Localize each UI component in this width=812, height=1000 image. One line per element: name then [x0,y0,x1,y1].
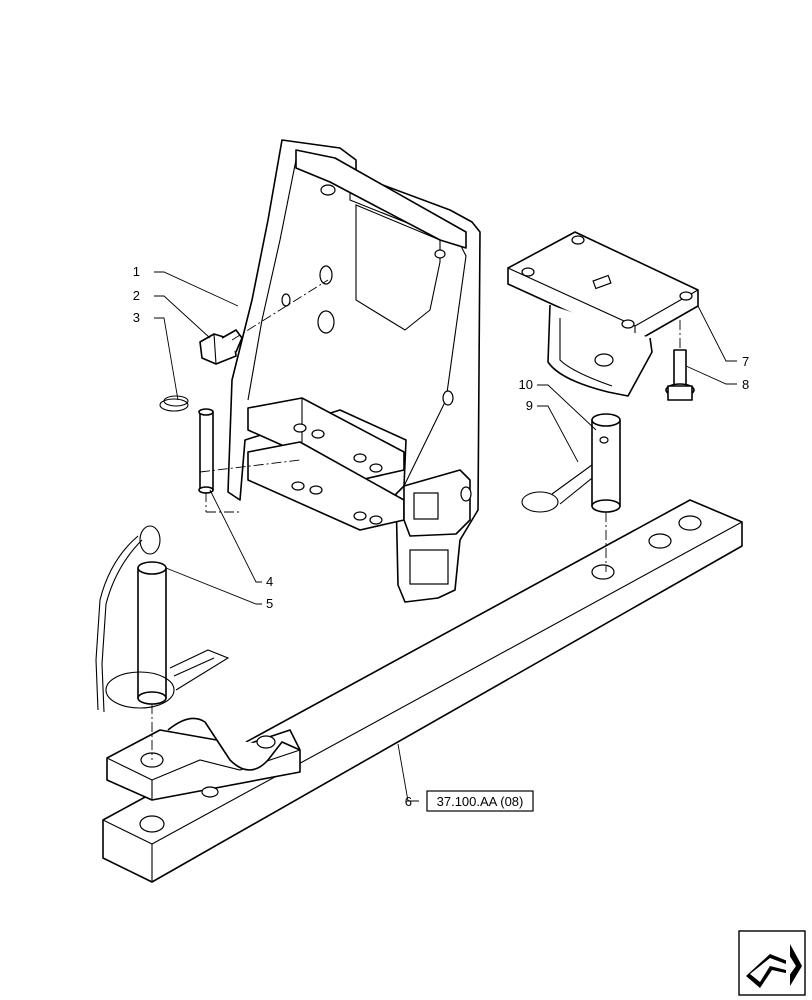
hitch-pin [591,413,621,513]
callout-labels: 1 2 3 4 5 6 7 8 9 10 [133,264,749,809]
callout-7: 7 [742,354,749,369]
callout-1: 1 [133,264,140,279]
reference-link[interactable]: 37.100.AA (08) [426,790,534,812]
r-clip [521,461,603,513]
bolt [199,329,243,365]
pin [198,408,214,494]
reference-label[interactable]: 37.100.AA (08) [437,794,524,809]
bracket [227,139,481,603]
callout-6: 6 [405,794,412,809]
pin-with-chain [95,525,230,713]
callout-10: 10 [519,377,533,392]
center-lines [151,279,681,760]
support-block [507,231,699,397]
callout-3: 3 [133,310,140,325]
callout-9: 9 [526,398,533,413]
callout-8: 8 [742,377,749,392]
arrow-navigation-icon[interactable] [738,930,806,996]
callout-5: 5 [266,596,273,611]
drawbar [102,499,743,883]
callout-2: 2 [133,288,140,303]
leader-lines [154,271,737,802]
spring-clip [159,395,189,412]
callout-4: 4 [266,574,273,589]
flange-bolt [665,349,695,401]
